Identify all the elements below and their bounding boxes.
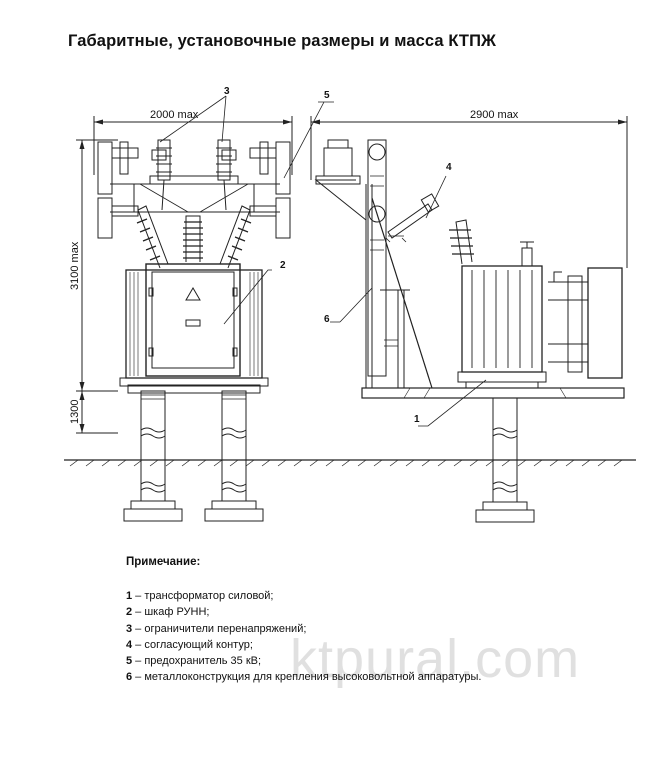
note-text: – металлоконструкция для крепления высок… (132, 671, 482, 684)
side-support-post (475, 397, 535, 523)
matching-contour (385, 193, 440, 243)
note-item: 2 – шкаф РУНН; (126, 604, 481, 620)
note-number: 5 (126, 655, 133, 668)
front-view (97, 139, 291, 522)
cabinet-runn (145, 263, 241, 377)
callout-5: 5 (324, 90, 330, 101)
note-text: – согласующий контур; (132, 638, 253, 651)
right-support-post (204, 390, 264, 522)
dim-base-height: 1300 (69, 400, 81, 424)
notes-section: Примечание: 1 – трансформатор силовой; 2… (126, 556, 481, 686)
note-number: 3 (126, 622, 133, 635)
note-text: – трансформатор силовой; (132, 590, 274, 602)
note-item: 4 – согласующий контур; (126, 637, 481, 653)
note-text: – шкаф РУНН; (132, 606, 210, 619)
callout-leaders (159, 95, 487, 427)
surge-arresters (156, 139, 232, 211)
callout-1: 1 (414, 414, 420, 425)
note-item: 3 – ограничители перенапряжений; (126, 621, 481, 637)
left-support-post (123, 390, 183, 522)
transformer-side (457, 241, 547, 389)
dim-right-width: 2900 max (470, 109, 519, 121)
hv-fuses (97, 141, 291, 239)
hv-bushings (136, 205, 252, 269)
callout-3: 3 (224, 86, 230, 97)
callout-2: 2 (280, 260, 286, 271)
metal-structure (314, 175, 433, 389)
watermark: ktpural.com (290, 629, 581, 689)
callout-6: 6 (324, 314, 330, 325)
note-text: – ограничители перенапряжений; (132, 622, 307, 635)
cabinet-side (548, 267, 623, 379)
dim-left-width: 2000 max (150, 109, 199, 121)
note-number: 4 (126, 638, 133, 651)
note-number: 1 (126, 590, 133, 602)
note-text: – предохранитель 35 кВ; (132, 655, 262, 668)
ground-line (64, 459, 636, 467)
note-number: 6 (126, 671, 133, 684)
note-item: 6 – металлоконструкция для крепления выс… (126, 669, 481, 685)
note-item: 1 – трансформатор силовой; (126, 588, 481, 604)
callout-4: 4 (446, 162, 452, 173)
note-number: 2 (126, 606, 133, 619)
dim-total-height: 3100 max (69, 241, 81, 290)
side-view (314, 139, 625, 523)
notes-title: Примечание: (126, 556, 201, 568)
note-item: 5 – предохранитель 35 кВ; (126, 653, 481, 669)
page-title: Габаритные, установочные размеры и масса… (68, 32, 497, 50)
